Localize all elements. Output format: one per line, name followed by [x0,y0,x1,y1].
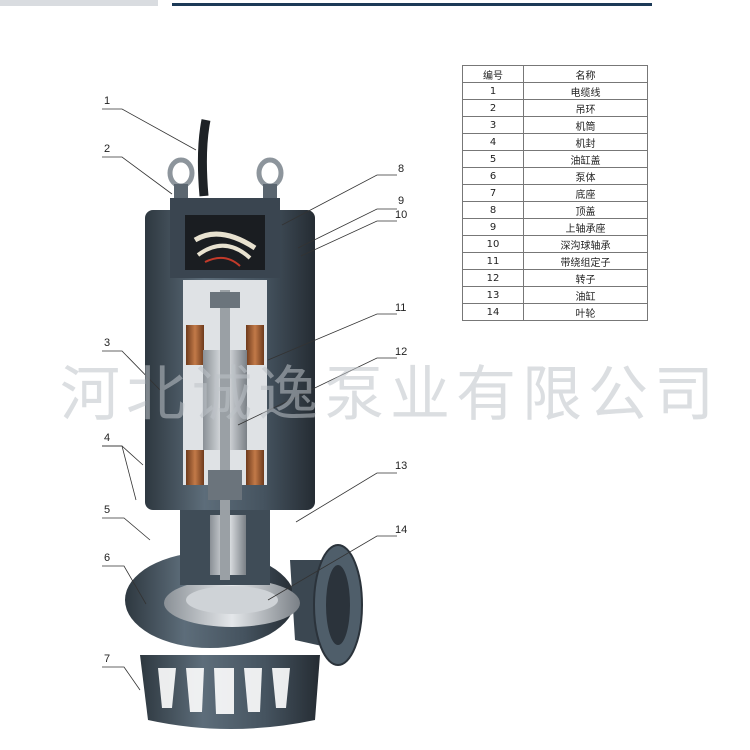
row-name: 带绕组定子 [523,252,648,270]
callout-5: 5 [104,504,110,516]
row-number: 10 [462,235,524,253]
lifting-ring-left [167,157,195,189]
callout-14: 14 [395,524,407,536]
callout-4: 4 [104,432,110,444]
row-number: 7 [462,184,524,202]
row-name: 上轴承座 [523,218,648,236]
row-name: 顶盖 [523,201,648,219]
row-number: 5 [462,150,524,168]
leader-lines [102,108,397,691]
shaft [220,290,230,580]
cable [197,119,211,197]
row-name: 油缸盖 [523,150,648,168]
row-number: 9 [462,218,524,236]
lower-bearing [208,470,242,500]
row-name: 叶轮 [523,303,648,321]
header-grey-bar [0,0,158,6]
callout-2: 2 [104,143,110,155]
row-number: 2 [462,99,524,117]
callout-11: 11 [395,302,406,314]
header-name: 名称 [523,65,648,83]
callout-7: 7 [104,653,110,665]
header-number: 编号 [462,65,524,83]
callout-1: 1 [104,95,110,107]
row-number: 1 [462,82,524,100]
row-number: 6 [462,167,524,185]
row-number: 3 [462,116,524,134]
header-blue-line [172,3,652,6]
row-name: 深沟球轴承 [523,235,648,253]
callout-9: 9 [398,195,404,207]
row-name: 机筒 [523,116,648,134]
row-name: 底座 [523,184,648,202]
row-name: 泵体 [523,167,648,185]
row-number: 4 [462,133,524,151]
row-name: 机封 [523,133,648,151]
callout-13: 13 [395,460,407,472]
table-header-row: 编号 名称 [462,65,648,83]
row-name: 电缆线 [523,82,648,100]
callout-6: 6 [104,552,110,564]
row-name: 吊环 [523,99,648,117]
callout-12: 12 [395,346,407,358]
upper-bearing [210,292,240,308]
row-name: 转子 [523,269,648,287]
row-name: 油缸 [523,286,648,304]
row-number: 11 [462,252,524,270]
callout-3: 3 [104,337,110,349]
callout-10: 10 [395,209,407,221]
row-number: 14 [462,303,524,321]
stator-winding-left [186,325,204,365]
lifting-ring-right [256,157,284,189]
row-number: 12 [462,269,524,287]
row-number: 13 [462,286,524,304]
row-number: 8 [462,201,524,219]
callout-8: 8 [398,163,404,175]
